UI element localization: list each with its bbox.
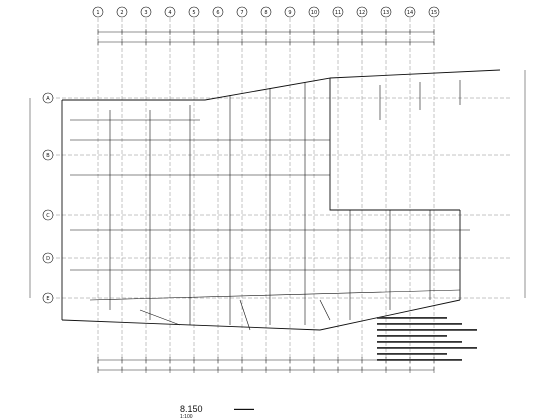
axis-bubble-top: 9 [284, 6, 296, 18]
axis-bubble-top: 2 [116, 6, 128, 18]
level-label: 8.150 [180, 404, 203, 414]
axis-bubble-top: 3 [140, 6, 152, 18]
svg-text:8: 8 [264, 10, 267, 16]
axis-bubble-top: 8 [260, 6, 272, 18]
svg-text:5: 5 [192, 10, 195, 16]
note-line-6 [377, 347, 477, 349]
horizontal-grid-lines [50, 97, 510, 299]
axis-bubble-left: D [42, 252, 54, 264]
svg-text:13: 13 [383, 10, 389, 16]
axis-bubble-top: 14 [404, 6, 416, 18]
note-line-2 [377, 323, 462, 325]
title-scribble: ▬▬▬▬▬ [234, 406, 254, 411]
axis-bubble-top: 7 [236, 6, 248, 18]
svg-text:15: 15 [431, 10, 437, 16]
note-line-1 [377, 317, 447, 319]
axis-bubble-top: 5 [188, 6, 200, 18]
beam-21 [319, 299, 331, 321]
svg-text:2: 2 [120, 10, 123, 16]
svg-text:12: 12 [359, 10, 365, 16]
svg-text:4: 4 [168, 10, 171, 16]
svg-text:10: 10 [311, 10, 317, 16]
axis-bubble-top: 12 [356, 6, 368, 18]
beam-20 [239, 299, 251, 331]
vertical-grid-lines [97, 18, 435, 372]
axis-bubble-left: C [42, 209, 54, 221]
drawing-title: 8.150 ▬▬▬▬▬ 1:100 [180, 404, 254, 420]
left-axis-bubbles: A B C D E [42, 92, 54, 304]
beam-6 [89, 289, 461, 301]
note-line-7 [377, 353, 447, 355]
axis-bubble-top: 13 [380, 6, 392, 18]
slab-outline [61, 69, 501, 331]
axis-bubble-top: 15 [428, 6, 440, 18]
axis-bubble-left: B [42, 149, 54, 161]
beam-19 [139, 309, 181, 326]
general-notes [377, 317, 477, 361]
scale-label: 1:100 [180, 414, 193, 420]
note-line-3 [377, 329, 477, 331]
axis-bubble-left: E [42, 292, 54, 304]
svg-text:3: 3 [144, 10, 147, 16]
svg-text:14: 14 [407, 10, 413, 16]
axis-bubble-left: A [42, 92, 54, 104]
note-line-5 [377, 341, 462, 343]
svg-text:9: 9 [288, 10, 291, 16]
axis-bubble-top: 1 [92, 6, 104, 18]
axis-bubble-top: 6 [212, 6, 224, 18]
svg-text:B: B [46, 153, 50, 159]
svg-text:7: 7 [240, 10, 243, 16]
axis-bubble-top: 4 [164, 6, 176, 18]
axis-bubble-top: 11 [332, 6, 344, 18]
reinforcement-beams [70, 80, 470, 331]
note-line-4 [377, 335, 447, 337]
svg-text:6: 6 [216, 10, 219, 16]
axis-bubble-top: 10 [308, 6, 320, 18]
svg-text:11: 11 [335, 10, 341, 16]
svg-text:1: 1 [96, 10, 99, 16]
svg-text:D: D [46, 256, 50, 262]
note-line-8 [377, 359, 462, 361]
svg-text:A: A [46, 96, 50, 102]
svg-text:E: E [46, 296, 49, 302]
svg-text:C: C [46, 213, 50, 219]
